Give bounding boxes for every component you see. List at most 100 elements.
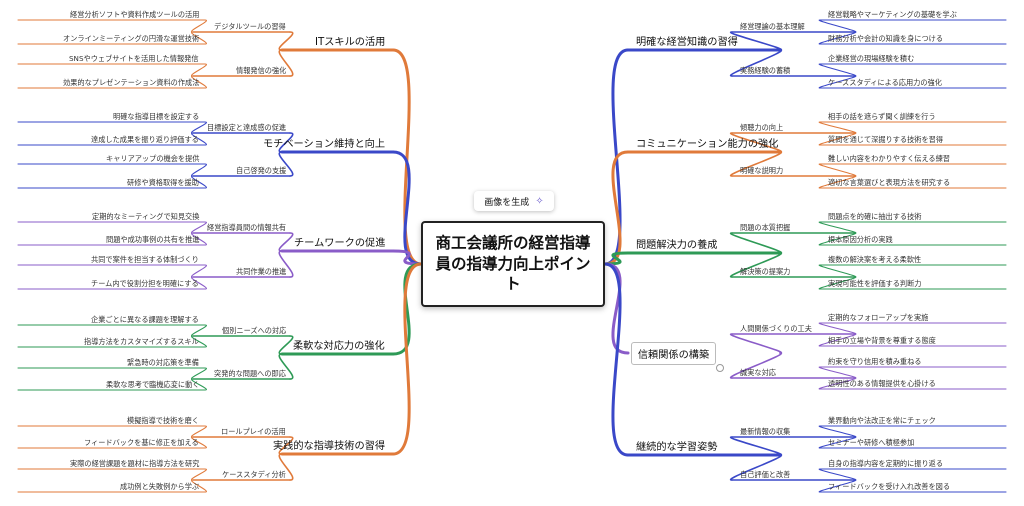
collapse-toggle-icon[interactable] xyxy=(716,364,724,372)
leaf-topic[interactable]: 定期的なミーティングで知見交換 xyxy=(92,212,200,221)
branch-topic[interactable]: 継続的な学習姿勢 xyxy=(636,442,718,453)
root-topic[interactable]: 商工会議所の経営指導員の指導力向上ポイント xyxy=(421,221,605,307)
branch-connector xyxy=(391,150,423,266)
leaf-topic[interactable]: フィードバックを基に修正を加える xyxy=(84,438,199,447)
leaf-connector xyxy=(190,264,208,278)
subtopic-connector xyxy=(729,252,783,278)
leaf-topic[interactable]: 質問を通じて深掘りする技術を習得 xyxy=(828,135,944,144)
leaf-topic[interactable]: チーム内で役割分担を明確にする xyxy=(91,279,199,288)
leaf-topic[interactable]: フィードバックを受け入れ改善を図る xyxy=(828,482,951,491)
subtopic[interactable]: 共同作業の推進 xyxy=(236,267,287,276)
subtopic[interactable]: 自己啓発の支援 xyxy=(236,166,287,175)
subtopic-connector xyxy=(278,49,294,77)
leaf-connector xyxy=(190,324,208,337)
subtopic[interactable]: ロールプレイの活用 xyxy=(221,427,286,436)
subtopic-connector xyxy=(729,151,783,177)
leaf-connector xyxy=(818,366,857,379)
subtopic[interactable]: 目標設定と達成感の促進 xyxy=(207,123,287,132)
subtopic[interactable]: 経営理論の基本理解 xyxy=(740,22,805,31)
leaf-topic[interactable]: 問題や成功事例の共有を推進 xyxy=(106,235,200,244)
leaf-topic[interactable]: 約束を守り信用を積み重ねる xyxy=(828,357,922,366)
leaf-topic[interactable]: 定期的なフォローアップを実施 xyxy=(828,313,929,322)
subtopic[interactable]: 解決策の提案力 xyxy=(740,267,791,276)
branch-connector xyxy=(391,262,423,456)
leaf-topic[interactable]: 企業経営の現場経験を積む xyxy=(828,54,915,63)
subtopic[interactable]: 個別ニーズへの対応 xyxy=(222,326,287,335)
leaf-topic[interactable]: 相手の立場や背景を尊重する態度 xyxy=(828,336,936,345)
leaf-topic[interactable]: 実際の経営課題を題材に指導方法を研究 xyxy=(70,459,200,468)
leaf-topic[interactable]: 緊急時の対応策を準備 xyxy=(127,358,199,367)
subtopic-connector xyxy=(278,151,294,177)
leaf-topic[interactable]: オンラインミーティングの円滑な運営技術 xyxy=(63,34,200,43)
subtopic[interactable]: 傾聴力の向上 xyxy=(740,123,784,132)
leaf-topic[interactable]: 経営分析ソフトや資料作成ツールの活用 xyxy=(70,10,200,19)
leaf-topic[interactable]: キャリアアップの機会を提供 xyxy=(106,154,200,163)
leaf-topic[interactable]: ケーススタディによる応用力の強化 xyxy=(828,78,942,87)
leaf-connector xyxy=(190,132,208,146)
leaf-connector xyxy=(818,436,857,449)
subtopic[interactable]: 自己評価と改善 xyxy=(740,470,791,479)
leaf-topic[interactable]: 業界動向や法改正を常にチェック xyxy=(828,416,936,425)
leaf-topic[interactable]: 研修や資格取得を援助 xyxy=(127,178,199,187)
leaf-connector xyxy=(190,276,208,290)
branch-topic[interactable]: コミュニケーション能力の強化 xyxy=(636,139,779,150)
leaf-connector xyxy=(190,232,208,246)
leaf-topic[interactable]: 相手の話を遮らず聞く訓練を行う xyxy=(828,112,936,121)
leaf-topic[interactable]: 問題点を的確に抽出する技術 xyxy=(828,212,922,221)
branch-topic[interactable]: 信頼関係の構築 xyxy=(631,342,716,365)
subtopic[interactable]: ケーススタディ分析 xyxy=(222,470,286,479)
leaf-topic[interactable]: 難しい内容をわかりやすく伝える練習 xyxy=(828,154,950,163)
leaf-topic[interactable]: 複数の解決案を考える柔軟性 xyxy=(828,255,922,264)
subtopic[interactable]: 明確な説明力 xyxy=(740,166,784,175)
branch-topic[interactable]: チームワークの促進 xyxy=(294,238,386,249)
leaf-topic[interactable]: 指導方法をカスタマイズするスキル xyxy=(84,337,199,346)
leaf-topic[interactable]: 企業ごとに異なる課題を理解する xyxy=(91,315,199,324)
subtopic-connector xyxy=(729,454,783,481)
leaf-topic[interactable]: 自身の指導内容を定期的に振り返る xyxy=(828,459,944,468)
leaf-topic[interactable]: 明確な指導目標を設定する xyxy=(113,112,200,121)
leaf-connector xyxy=(818,425,857,438)
branch-topic[interactable]: 柔軟な対応力の強化 xyxy=(293,341,385,352)
leaf-topic[interactable]: 成功例と失敗例から学ぶ xyxy=(120,482,200,491)
leaf-connector xyxy=(190,425,208,438)
leaf-connector xyxy=(818,479,857,493)
leaf-connector xyxy=(190,436,208,449)
subtopic[interactable]: デジタルツールの習得 xyxy=(214,22,286,31)
leaf-topic[interactable]: 効果的なプレゼンテーション資料の作成法 xyxy=(63,78,200,87)
subtopic[interactable]: 人間関係づくりの工夫 xyxy=(740,324,812,333)
subtopic[interactable]: 実務経験の蓄積 xyxy=(740,66,791,75)
subtopic[interactable]: 最新情報の収集 xyxy=(740,427,791,436)
branch-topic[interactable]: ITスキルの活用 xyxy=(315,37,386,48)
leaf-topic[interactable]: 適切な言葉選びと表現方法を研究する xyxy=(828,178,951,187)
branch-topic[interactable]: 実践的な指導技術の習得 xyxy=(273,441,386,452)
subtopic[interactable]: 突発的な問題への即応 xyxy=(214,369,286,378)
subtopic[interactable]: 問題の本質把握 xyxy=(740,223,791,232)
leaf-topic[interactable]: セミナーや研修へ積極参加 xyxy=(828,438,915,447)
leaf-connector xyxy=(190,468,208,481)
leaf-topic[interactable]: 模擬指導で技術を磨く xyxy=(127,416,199,425)
leaf-topic[interactable]: 透明性のある情報提供を心掛ける xyxy=(828,379,936,388)
leaf-topic[interactable]: SNSやウェブサイトを活用した情報発信 xyxy=(69,54,199,63)
leaf-connector xyxy=(818,377,857,390)
leaf-topic[interactable]: 実現可能性を評価する判断力 xyxy=(828,279,922,288)
leaf-connector xyxy=(190,175,208,189)
leaf-connector xyxy=(190,378,208,391)
leaf-connector xyxy=(818,264,857,278)
branch-topic[interactable]: 問題解決力の養成 xyxy=(636,240,718,251)
subtopic[interactable]: 経営指導員間の情報共有 xyxy=(207,223,287,232)
leaf-topic[interactable]: 財務分析や会計の知識を身につける xyxy=(828,34,944,43)
leaf-topic[interactable]: 共同で案件を担当する体制づくり xyxy=(91,255,199,264)
branch-topic[interactable]: モチベーション維持と向上 xyxy=(263,139,386,150)
leaf-topic[interactable]: 柔軟な思考で臨機応変に動く xyxy=(106,380,200,389)
leaf-topic[interactable]: 経営戦略やマーケティングの基礎を学ぶ xyxy=(828,10,957,19)
leaf-topic[interactable]: 根本原因分析の実践 xyxy=(828,235,893,244)
sparkle-icon: ✧ xyxy=(535,195,544,207)
subtopic[interactable]: 情報発信の強化 xyxy=(236,66,287,75)
generate-image-label: 画像を生成 xyxy=(484,197,530,208)
subtopic-connector xyxy=(729,333,783,354)
branch-topic[interactable]: 明確な経営知識の習得 xyxy=(636,37,738,48)
generate-image-button[interactable]: 画像を生成 ✧ xyxy=(474,191,554,211)
leaf-topic[interactable]: 達成した成果を振り返り評価する xyxy=(91,135,199,144)
subtopic[interactable]: 誠実な対応 xyxy=(740,368,776,377)
